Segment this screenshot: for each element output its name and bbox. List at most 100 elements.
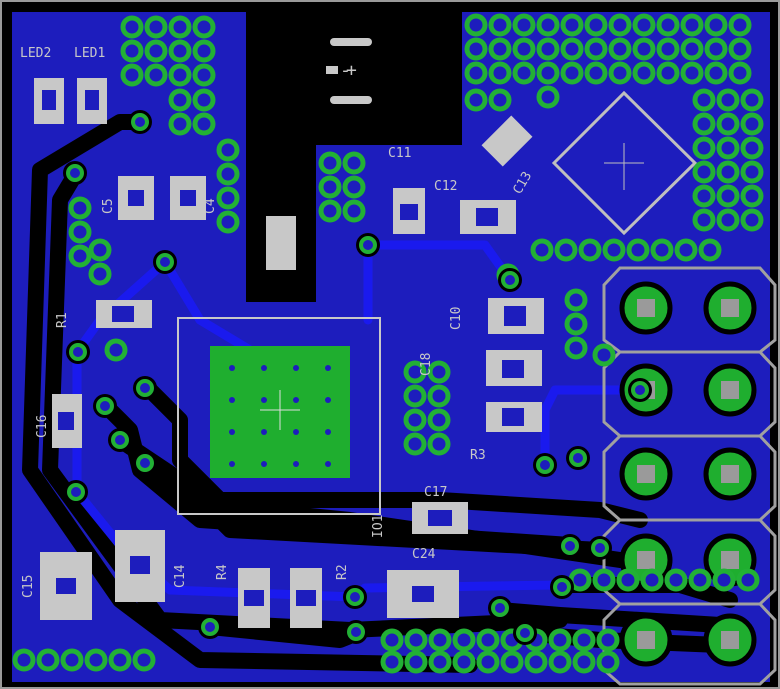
via <box>548 650 572 674</box>
via <box>403 408 427 432</box>
via <box>318 151 342 175</box>
via <box>692 160 716 184</box>
label-r2: R2 <box>335 564 350 580</box>
via <box>564 288 588 312</box>
label-c24: C24 <box>412 547 436 562</box>
label-plus: + <box>346 60 357 81</box>
trace-isolation <box>22 114 738 673</box>
label-c18: C18 <box>419 353 434 376</box>
trace-via <box>491 599 509 617</box>
via <box>168 15 192 39</box>
via <box>318 175 342 199</box>
via <box>488 13 512 37</box>
trace-via <box>131 113 149 131</box>
via <box>572 628 596 652</box>
via <box>564 312 588 336</box>
via <box>692 208 716 232</box>
via <box>680 61 704 85</box>
via <box>427 384 451 408</box>
via <box>632 13 656 37</box>
via <box>572 650 596 674</box>
via <box>656 61 680 85</box>
via <box>536 61 560 85</box>
via <box>704 61 728 85</box>
label-c15: C15 <box>21 575 36 598</box>
via <box>664 568 688 592</box>
via <box>216 186 240 210</box>
via <box>144 39 168 63</box>
via <box>500 650 524 674</box>
via <box>318 199 342 223</box>
via <box>530 238 554 262</box>
via <box>596 628 620 652</box>
via <box>716 160 740 184</box>
trace-via <box>136 379 154 397</box>
via <box>342 199 366 223</box>
via <box>656 13 680 37</box>
via <box>740 184 764 208</box>
label-io1: IO1 <box>371 515 386 538</box>
via <box>120 15 144 39</box>
via <box>524 650 548 674</box>
via <box>488 88 512 112</box>
via <box>192 15 216 39</box>
via <box>488 61 512 85</box>
via <box>452 650 476 674</box>
via <box>12 648 36 672</box>
via <box>692 88 716 112</box>
via <box>728 61 752 85</box>
via <box>512 13 536 37</box>
via <box>342 175 366 199</box>
via <box>427 360 451 384</box>
via <box>464 61 488 85</box>
via <box>716 208 740 232</box>
label-c11: C11 <box>388 146 411 161</box>
via <box>216 138 240 162</box>
via <box>428 650 452 674</box>
via <box>342 151 366 175</box>
via <box>692 184 716 208</box>
via <box>680 37 704 61</box>
trace-via <box>536 456 554 474</box>
via <box>650 238 674 262</box>
via <box>452 628 476 652</box>
via <box>560 37 584 61</box>
label-c14: C14 <box>173 564 188 588</box>
via <box>68 196 92 220</box>
via <box>716 88 740 112</box>
via <box>680 13 704 37</box>
via <box>584 61 608 85</box>
via <box>704 13 728 37</box>
label-led1: LED1 <box>74 46 105 61</box>
trace-via <box>111 431 129 449</box>
label-led2: LED2 <box>20 46 51 61</box>
via <box>692 136 716 160</box>
via <box>427 408 451 432</box>
via <box>464 88 488 112</box>
via <box>740 160 764 184</box>
via <box>716 184 740 208</box>
via <box>476 650 500 674</box>
via <box>716 112 740 136</box>
via <box>736 568 760 592</box>
trace-via <box>156 253 174 271</box>
trace-via <box>569 449 587 467</box>
trace-via <box>553 578 571 596</box>
via <box>632 61 656 85</box>
label-minus: - <box>340 60 351 81</box>
via <box>168 63 192 87</box>
via <box>548 628 572 652</box>
trace-via <box>591 539 609 557</box>
via <box>584 37 608 61</box>
trace-via <box>501 271 519 289</box>
diamond-component <box>551 90 698 236</box>
silkscreen-labels: LED2 LED1 C11 C12 C13 C5 C4 R1 C16 C10 C… <box>20 46 535 598</box>
via <box>740 136 764 160</box>
label-c4: C4 <box>203 198 218 214</box>
via <box>192 112 216 136</box>
via <box>626 238 650 262</box>
via <box>168 112 192 136</box>
via <box>512 37 536 61</box>
